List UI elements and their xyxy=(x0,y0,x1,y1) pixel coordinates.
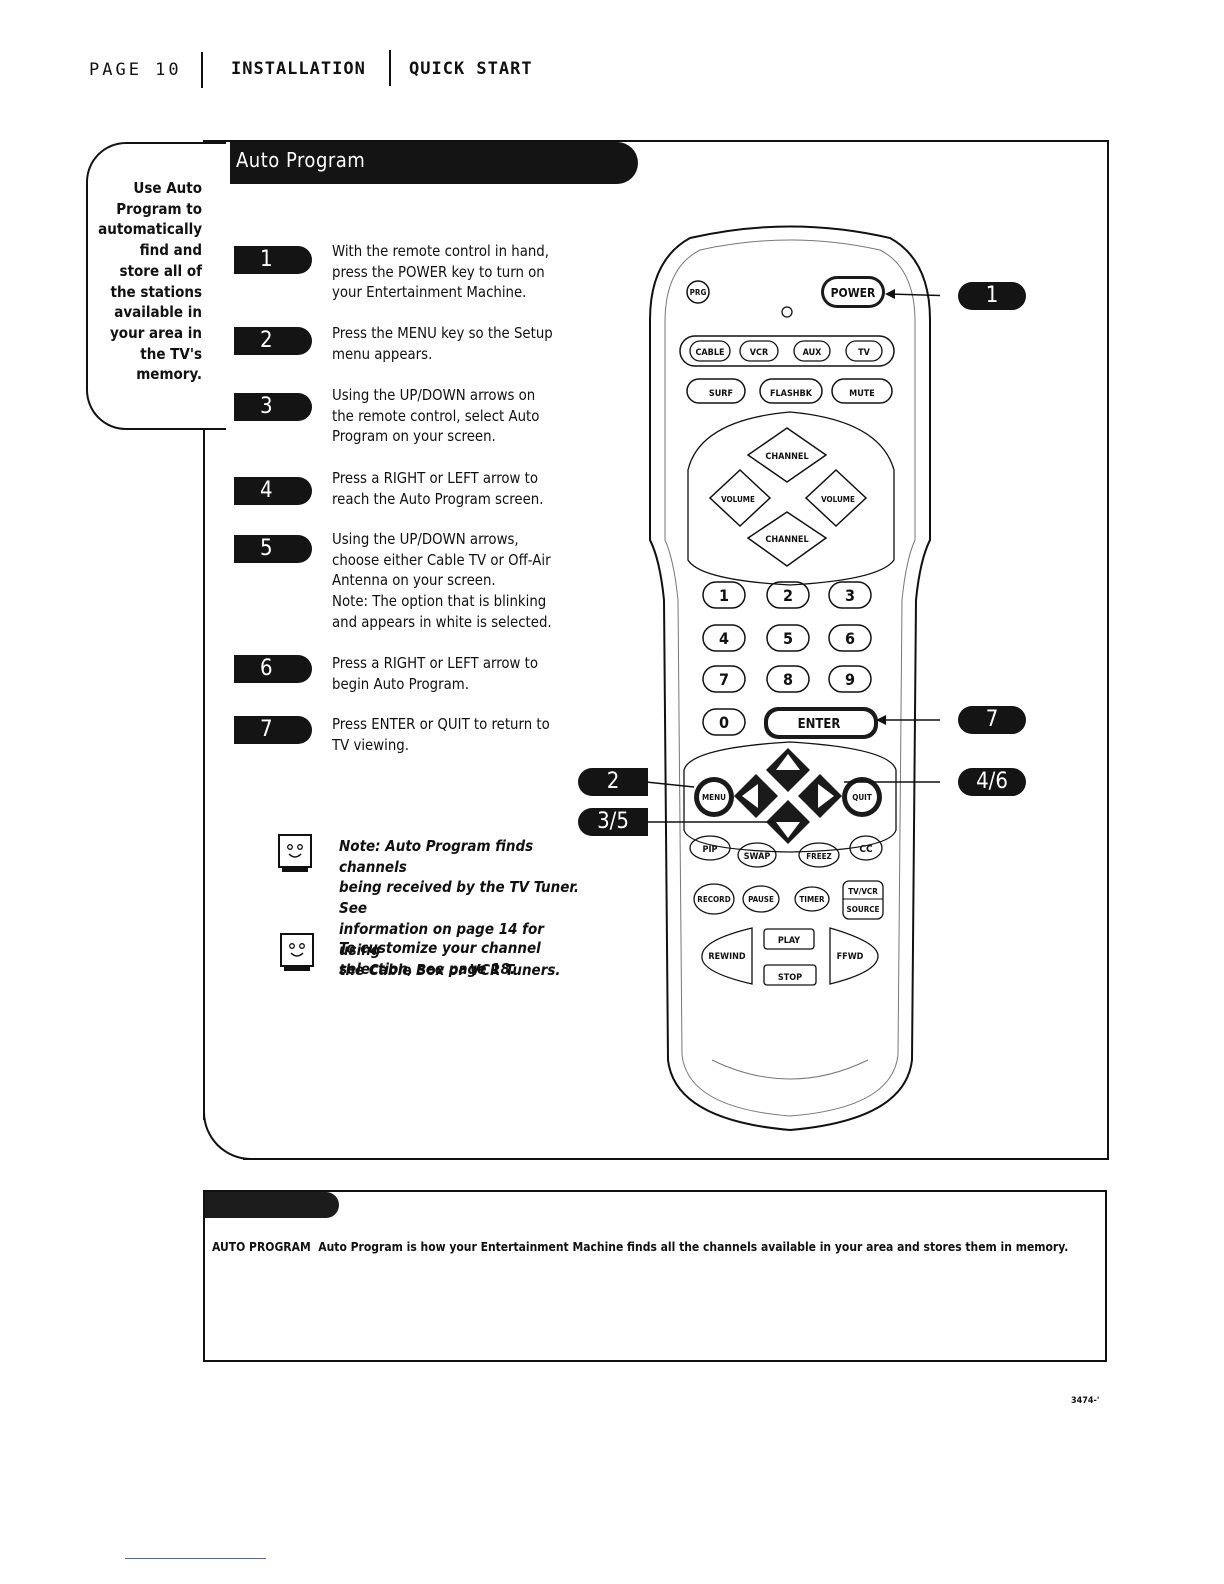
page-title: Auto Program xyxy=(236,148,366,172)
arrow-left-icon xyxy=(742,784,758,808)
digit-5-button: 5 xyxy=(783,629,793,648)
step-5-text: Using the UP/DOWN arrows,choose either C… xyxy=(332,531,552,631)
menu-button: MENU xyxy=(702,793,726,802)
frame-bottom-edge xyxy=(243,1158,1109,1160)
digit-0-button: 0 xyxy=(719,713,729,732)
step-badge-1: 1 xyxy=(234,246,312,274)
note-face-icon xyxy=(280,933,314,971)
definition-text: AUTO PROGRAM Auto Program is how your En… xyxy=(212,1240,1068,1254)
aux-button: AUX xyxy=(803,348,823,358)
pause-button: PAUSE xyxy=(748,895,774,904)
remote-control-illustration: PRG POWER CABLE VCR AUX TV SURF FLASHBK … xyxy=(645,225,940,1132)
volume-left-button: VOLUME xyxy=(721,495,755,504)
rewind-button: REWIND xyxy=(708,952,745,962)
header-divider xyxy=(201,52,203,88)
document-number: 3474-' xyxy=(1071,1396,1100,1406)
step-1-text: With the remote control in hand,press th… xyxy=(332,243,549,302)
pip-button: PIP xyxy=(703,845,718,855)
digit-9-button: 9 xyxy=(845,670,855,689)
stop-button: STOP xyxy=(778,973,802,983)
quit-button: QUIT xyxy=(852,793,872,802)
title-banner xyxy=(230,142,638,184)
step-badge-5: 5 xyxy=(234,535,312,563)
digit-4-button: 4 xyxy=(719,629,729,648)
definition-tab xyxy=(205,1192,339,1218)
tv-button: TV xyxy=(858,348,871,358)
page-number: PAGE 10 xyxy=(89,60,182,80)
arrow-right-icon xyxy=(818,784,834,808)
content-frame xyxy=(203,140,1109,1160)
footer-rule xyxy=(125,1558,266,1559)
freeze-button: FREEZ xyxy=(806,852,832,861)
tvvcr-button: TV/VCR xyxy=(848,887,878,896)
power-button: POWER xyxy=(831,286,876,300)
sidebar-intro: Use Auto Program to automatically find a… xyxy=(98,179,202,384)
flashbk-button: FLASHBK xyxy=(770,389,813,399)
callout-enter: 7 xyxy=(958,706,1026,734)
definition-box xyxy=(203,1190,1107,1362)
frame-left-edge xyxy=(203,428,205,1120)
timer-button: TIMER xyxy=(799,895,825,904)
arrow-down-icon xyxy=(776,822,800,838)
callout-power: 1 xyxy=(958,282,1026,310)
mute-button: MUTE xyxy=(849,389,875,399)
sidebar-frame xyxy=(86,142,226,430)
prg-button: PRG xyxy=(690,288,707,297)
cable-button: CABLE xyxy=(695,348,724,358)
digit-2-button: 2 xyxy=(783,586,793,605)
step-badge-4: 4 xyxy=(234,477,312,505)
digit-1-button: 1 xyxy=(719,586,729,605)
callout-up-down-arrows: 3/5 xyxy=(578,808,648,836)
step-badge-2: 2 xyxy=(234,327,312,355)
source-button: SOURCE xyxy=(847,905,880,914)
definition-body: Auto Program is how your Entertainment M… xyxy=(318,1240,1069,1254)
enter-button: ENTER xyxy=(798,717,841,732)
digit-8-button: 8 xyxy=(783,670,793,689)
ffwd-button: FFWD xyxy=(837,952,864,962)
step-badge-6: 6 xyxy=(234,655,312,683)
step-badge-7: 7 xyxy=(234,716,312,744)
digit-3-button: 3 xyxy=(845,586,855,605)
swap-button: SWAP xyxy=(744,852,771,862)
volume-right-button: VOLUME xyxy=(821,495,855,504)
channel-down-button: CHANNEL xyxy=(765,535,808,545)
header-divider xyxy=(389,50,391,86)
step-badge-3: 3 xyxy=(234,393,312,421)
callout-menu: 2 xyxy=(578,768,648,796)
digit-6-button: 6 xyxy=(845,629,855,648)
play-button: PLAY xyxy=(778,936,800,946)
section-quick-start: QUICK START xyxy=(409,59,533,79)
definition-term: AUTO PROGRAM xyxy=(212,1240,311,1254)
callout-left-right-arrows: 4/6 xyxy=(958,768,1026,796)
record-button: RECORD xyxy=(697,895,730,904)
cc-button: CC xyxy=(859,844,873,855)
surf-button: SURF xyxy=(709,389,733,399)
channel-up-button: CHANNEL xyxy=(765,452,808,462)
note-face-icon xyxy=(278,834,312,872)
vcr-button: VCR xyxy=(750,348,769,358)
digit-7-button: 7 xyxy=(719,670,729,689)
arrow-up-icon xyxy=(776,754,800,770)
section-installation: INSTALLATION xyxy=(231,59,366,79)
